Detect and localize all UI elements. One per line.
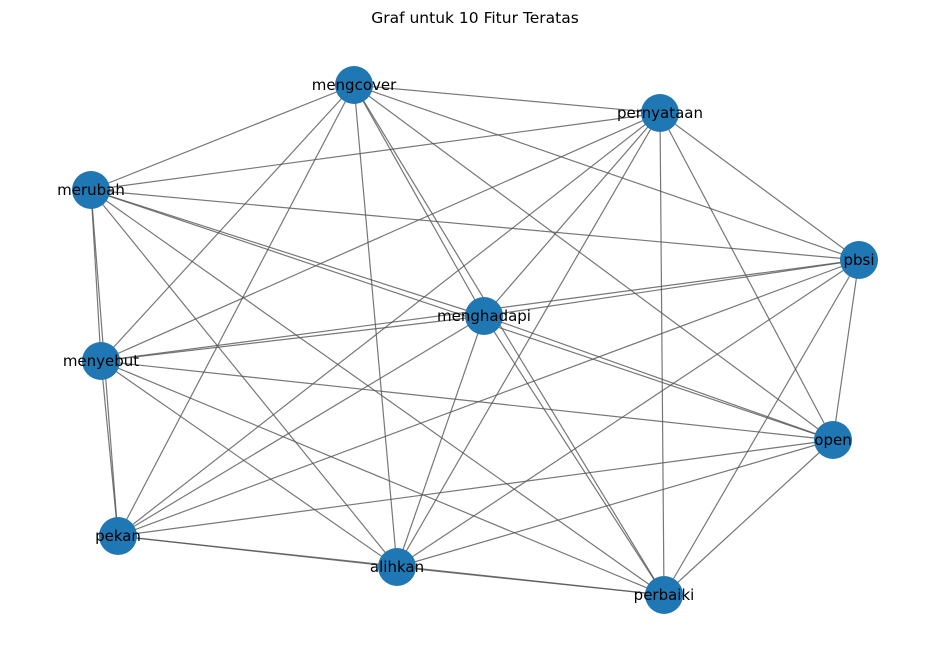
edge-mengcover-alihkan [353,84,398,568]
edge-menyebut-open [100,360,834,441]
node-perbaiki: perbaiki [634,576,695,614]
node-pekan: pekan [95,517,141,555]
node-menghadapi: menghadapi [437,297,531,335]
node-label-menyebut: menyebut [63,352,139,370]
edge-merubah-perbaiki [90,189,665,596]
node-merubah: merubah [57,171,125,209]
edge-open-perbaiki [663,439,834,596]
node-circle-menghadapi [465,297,503,335]
edge-pbsi-open [832,259,860,441]
edge-merubah-pbsi [90,189,860,261]
node-label-pbsi: pbsi [843,251,874,269]
edge-menyebut-alihkan [100,360,398,568]
node-circle-merubah [72,171,110,209]
edge-menghadapi-menyebut [100,315,485,362]
edge-merubah-menghadapi [90,189,485,317]
edge-menyebut-pekan [100,360,119,537]
node-label-perbaiki: perbaiki [634,586,695,604]
node-menyebut: menyebut [63,342,139,380]
edge-pbsi-perbaiki [663,259,860,596]
edge-pernyataan-alihkan [396,112,661,568]
node-label-pekan: pekan [95,527,141,545]
node-open: open [814,421,852,459]
edge-pbsi-pekan [117,259,860,537]
edge-pernyataan-pekan [117,112,661,537]
node-layer: mengcover pernyataan merubah pbsi menghadapi… [57,66,878,614]
edge-alihkan-perbaiki [396,566,665,596]
edge-menghadapi-perbaiki [483,315,665,596]
node-circle-menyebut [82,342,120,380]
node-label-menghadapi: menghadapi [437,307,531,325]
edge-layer [90,84,860,596]
edge-mengcover-menghadapi [353,84,485,317]
node-pbsi: pbsi [840,241,878,279]
node-label-merubah: merubah [57,181,125,199]
edge-open-alihkan [396,439,834,568]
node-pernyataan: pernyataan [617,94,703,132]
edge-mengcover-merubah [90,84,355,191]
edge-merubah-alihkan [90,189,398,568]
edge-menyebut-perbaiki [100,360,665,596]
node-circle-pekan [99,517,137,555]
node-alihkan: alihkan [370,548,424,586]
node-circle-pernyataan [641,94,679,132]
edge-pernyataan-menyebut [100,112,661,362]
edge-menghadapi-pekan [117,315,485,537]
edge-menghadapi-open [483,315,834,441]
chart-title: Graf untuk 10 Fitur Teratas [371,9,579,27]
edge-mengcover-open [353,84,834,441]
edge-mengcover-pbsi [353,84,860,261]
node-mengcover: mengcover [312,66,397,104]
node-label-mengcover: mengcover [312,76,397,94]
edge-mengcover-menyebut [100,84,355,362]
node-label-open: open [814,431,851,449]
edge-pernyataan-merubah [90,112,661,191]
node-circle-alihkan [378,548,416,586]
node-label-alihkan: alihkan [370,558,424,576]
edge-pbsi-menghadapi [483,259,860,317]
node-circle-open [814,421,852,459]
edge-merubah-open [90,189,834,441]
edge-menghadapi-alihkan [396,315,485,568]
node-circle-perbaiki [645,576,683,614]
edge-open-pekan [117,439,834,537]
edge-mengcover-pernyataan [353,84,661,114]
node-circle-mengcover [335,66,373,104]
edge-mengcover-perbaiki [353,84,665,596]
edge-pernyataan-perbaiki [659,112,665,596]
node-label-pernyataan: pernyataan [617,104,703,122]
edge-pernyataan-pbsi [659,112,860,261]
edge-mengcover-pekan [117,84,355,537]
node-circle-pbsi [840,241,878,279]
edge-pernyataan-menghadapi [483,112,661,317]
